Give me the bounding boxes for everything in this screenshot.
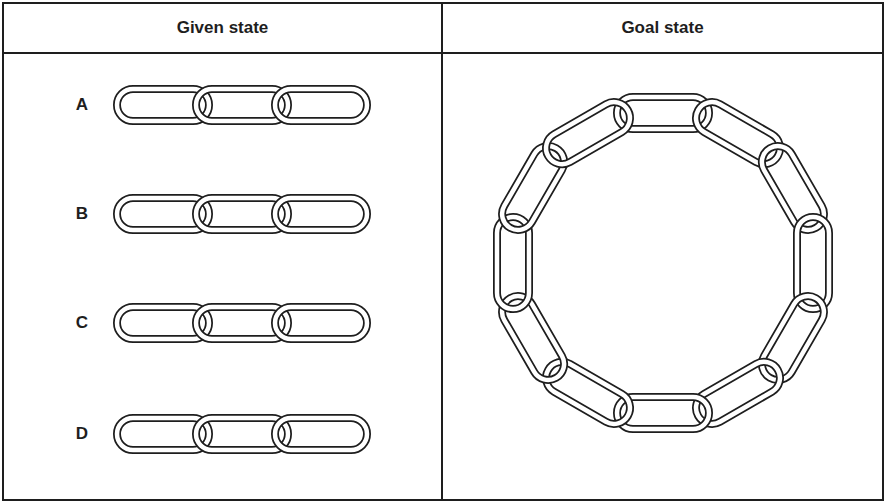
chain-a: [117, 89, 367, 121]
column-heading: Goal state: [443, 4, 882, 54]
chain-link: [756, 290, 830, 386]
chain-ring: [496, 96, 830, 430]
chain-link: [496, 140, 570, 236]
table-column: Goal state: [441, 2, 884, 501]
chain-c: [117, 307, 367, 339]
row-letter: C: [76, 313, 88, 333]
chain-link: [275, 418, 367, 450]
chain-link: [690, 96, 786, 170]
row-letter: D: [76, 424, 88, 444]
chain-link: [540, 96, 636, 170]
chain-link: [540, 356, 636, 430]
chain-d: [117, 418, 367, 450]
chain-b: [117, 198, 367, 230]
chain-link: [275, 307, 367, 339]
row-letter: A: [76, 95, 88, 115]
row-letter: B: [76, 204, 88, 224]
chain-link: [275, 89, 367, 121]
column-heading: Given state: [4, 4, 441, 54]
table-column: Given state: [2, 2, 443, 501]
chain-link: [275, 198, 367, 230]
